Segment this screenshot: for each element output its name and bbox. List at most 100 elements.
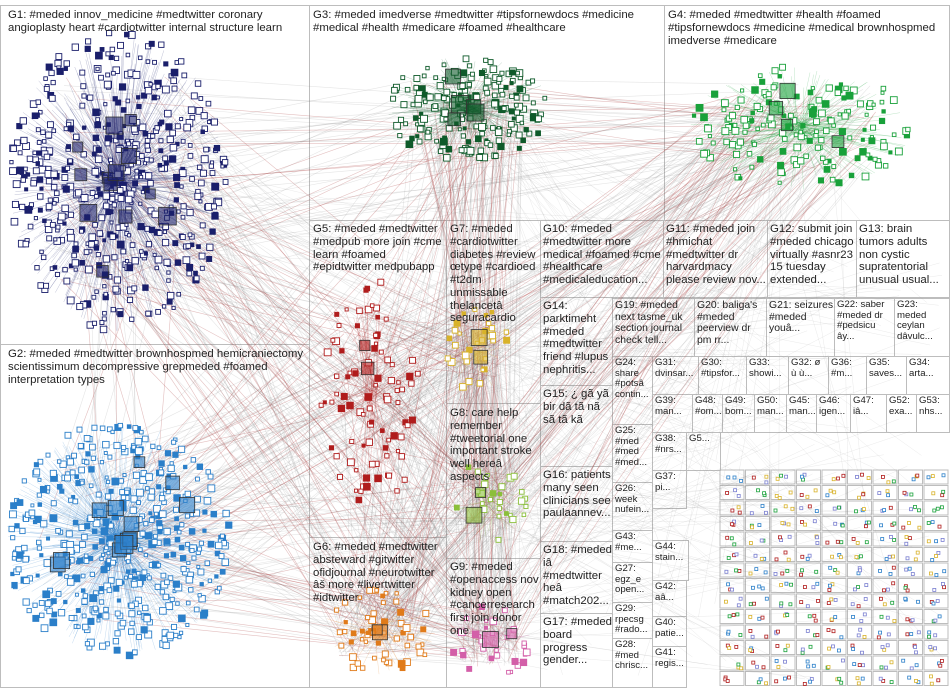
small-group-cell [770, 500, 796, 516]
node [700, 113, 708, 122]
edge [470, 411, 765, 629]
edge [115, 218, 382, 619]
node [805, 604, 810, 609]
node [749, 164, 755, 170]
edge [657, 156, 748, 578]
edge [455, 364, 475, 663]
node [21, 544, 28, 552]
edge [698, 131, 787, 618]
node [458, 628, 466, 637]
node [933, 646, 937, 651]
edge [805, 121, 840, 166]
small-group-cell [898, 500, 923, 516]
node [197, 593, 202, 598]
small-group-cell [770, 655, 796, 671]
edge [71, 163, 510, 652]
node [866, 476, 871, 480]
edge [366, 348, 850, 577]
edge [67, 95, 512, 518]
edge [355, 302, 370, 400]
edge [394, 360, 496, 398]
node [39, 553, 44, 558]
node [222, 509, 230, 518]
node [162, 641, 170, 650]
edge [117, 49, 125, 184]
node [785, 613, 790, 617]
edge [98, 117, 943, 617]
edge [340, 380, 480, 614]
edge [493, 510, 508, 632]
node [733, 488, 737, 493]
node [838, 128, 846, 136]
small-group-cell [796, 469, 821, 485]
node [425, 129, 431, 135]
node [85, 451, 91, 457]
edge [113, 182, 178, 306]
node [211, 182, 220, 191]
node [143, 552, 148, 558]
node [415, 643, 422, 650]
node [55, 224, 61, 230]
node [193, 606, 200, 613]
edge [462, 145, 806, 477]
edge [482, 99, 846, 663]
node [157, 528, 163, 535]
node [805, 557, 810, 561]
node [88, 233, 97, 241]
small-group-cell [770, 578, 796, 593]
edge [364, 97, 766, 443]
edge [384, 338, 489, 492]
node [196, 463, 204, 470]
edge [463, 355, 715, 563]
edge [115, 595, 351, 631]
node [799, 600, 804, 604]
node [399, 665, 406, 672]
node [914, 650, 918, 655]
node [856, 585, 860, 589]
node [940, 493, 945, 498]
node [506, 132, 511, 137]
edge [126, 83, 362, 647]
edge [374, 166, 862, 652]
edge [505, 507, 671, 602]
node [344, 307, 349, 312]
node [788, 490, 793, 495]
node [37, 477, 42, 482]
edge [43, 89, 808, 121]
edge [429, 129, 476, 334]
edge [181, 246, 487, 349]
node [80, 194, 89, 202]
node [749, 541, 753, 545]
edge [372, 372, 457, 388]
edge [100, 497, 494, 547]
node [171, 85, 178, 92]
node [421, 73, 427, 79]
node [163, 553, 170, 559]
edge [60, 251, 379, 354]
node [826, 628, 831, 632]
edge [470, 76, 474, 369]
node [783, 550, 788, 555]
edge [360, 322, 457, 453]
node [158, 148, 164, 154]
edge [501, 150, 734, 492]
node [73, 133, 80, 141]
edge [378, 658, 503, 663]
edge [186, 518, 502, 544]
node [775, 644, 780, 648]
node [134, 168, 140, 174]
node [147, 180, 154, 187]
edge [384, 445, 913, 548]
node [334, 373, 340, 379]
node [148, 488, 156, 495]
group-frame-g41 [652, 646, 687, 688]
node [857, 495, 861, 500]
node [166, 270, 171, 275]
node [129, 316, 135, 322]
edge [114, 45, 124, 181]
node [937, 524, 942, 529]
edge [87, 368, 484, 528]
edge [31, 545, 112, 583]
small-group-cell [796, 500, 821, 516]
node [337, 473, 343, 480]
